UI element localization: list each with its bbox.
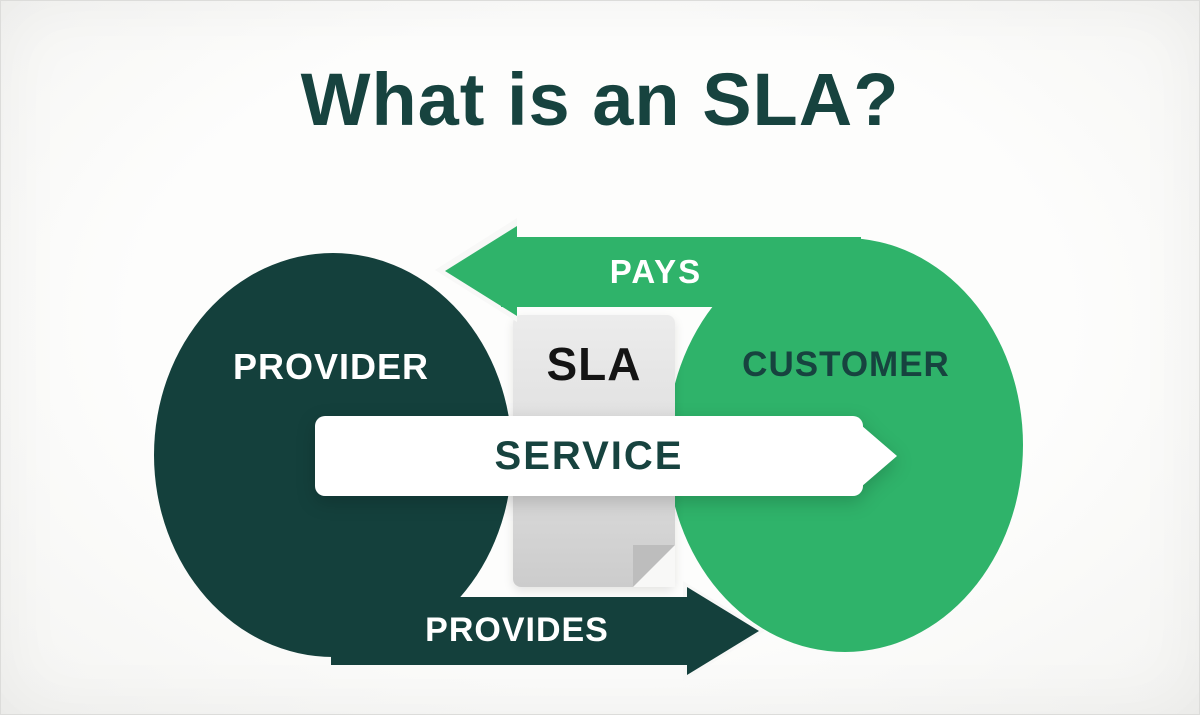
service-banner-label: SERVICE [494, 433, 684, 478]
page-title: What is an SLA? [300, 58, 900, 141]
service-banner-body: SERVICE [315, 416, 863, 496]
customer-label: CUSTOMER [742, 345, 950, 384]
provider-label: PROVIDER [232, 346, 430, 387]
provides-arrowhead-icon [687, 587, 759, 675]
pays-arrowhead-icon [445, 226, 517, 316]
pays-label: PAYS [609, 253, 703, 290]
provides-label: PROVIDES [425, 611, 609, 649]
pays-arrow-band [501, 237, 861, 307]
document-fold-corner-icon [633, 545, 675, 587]
sla-document-label: SLA [546, 338, 642, 390]
service-banner-arrow-tip-icon [861, 425, 897, 487]
service-banner: SERVICE [315, 416, 897, 496]
provides-arrow-band [331, 597, 689, 665]
